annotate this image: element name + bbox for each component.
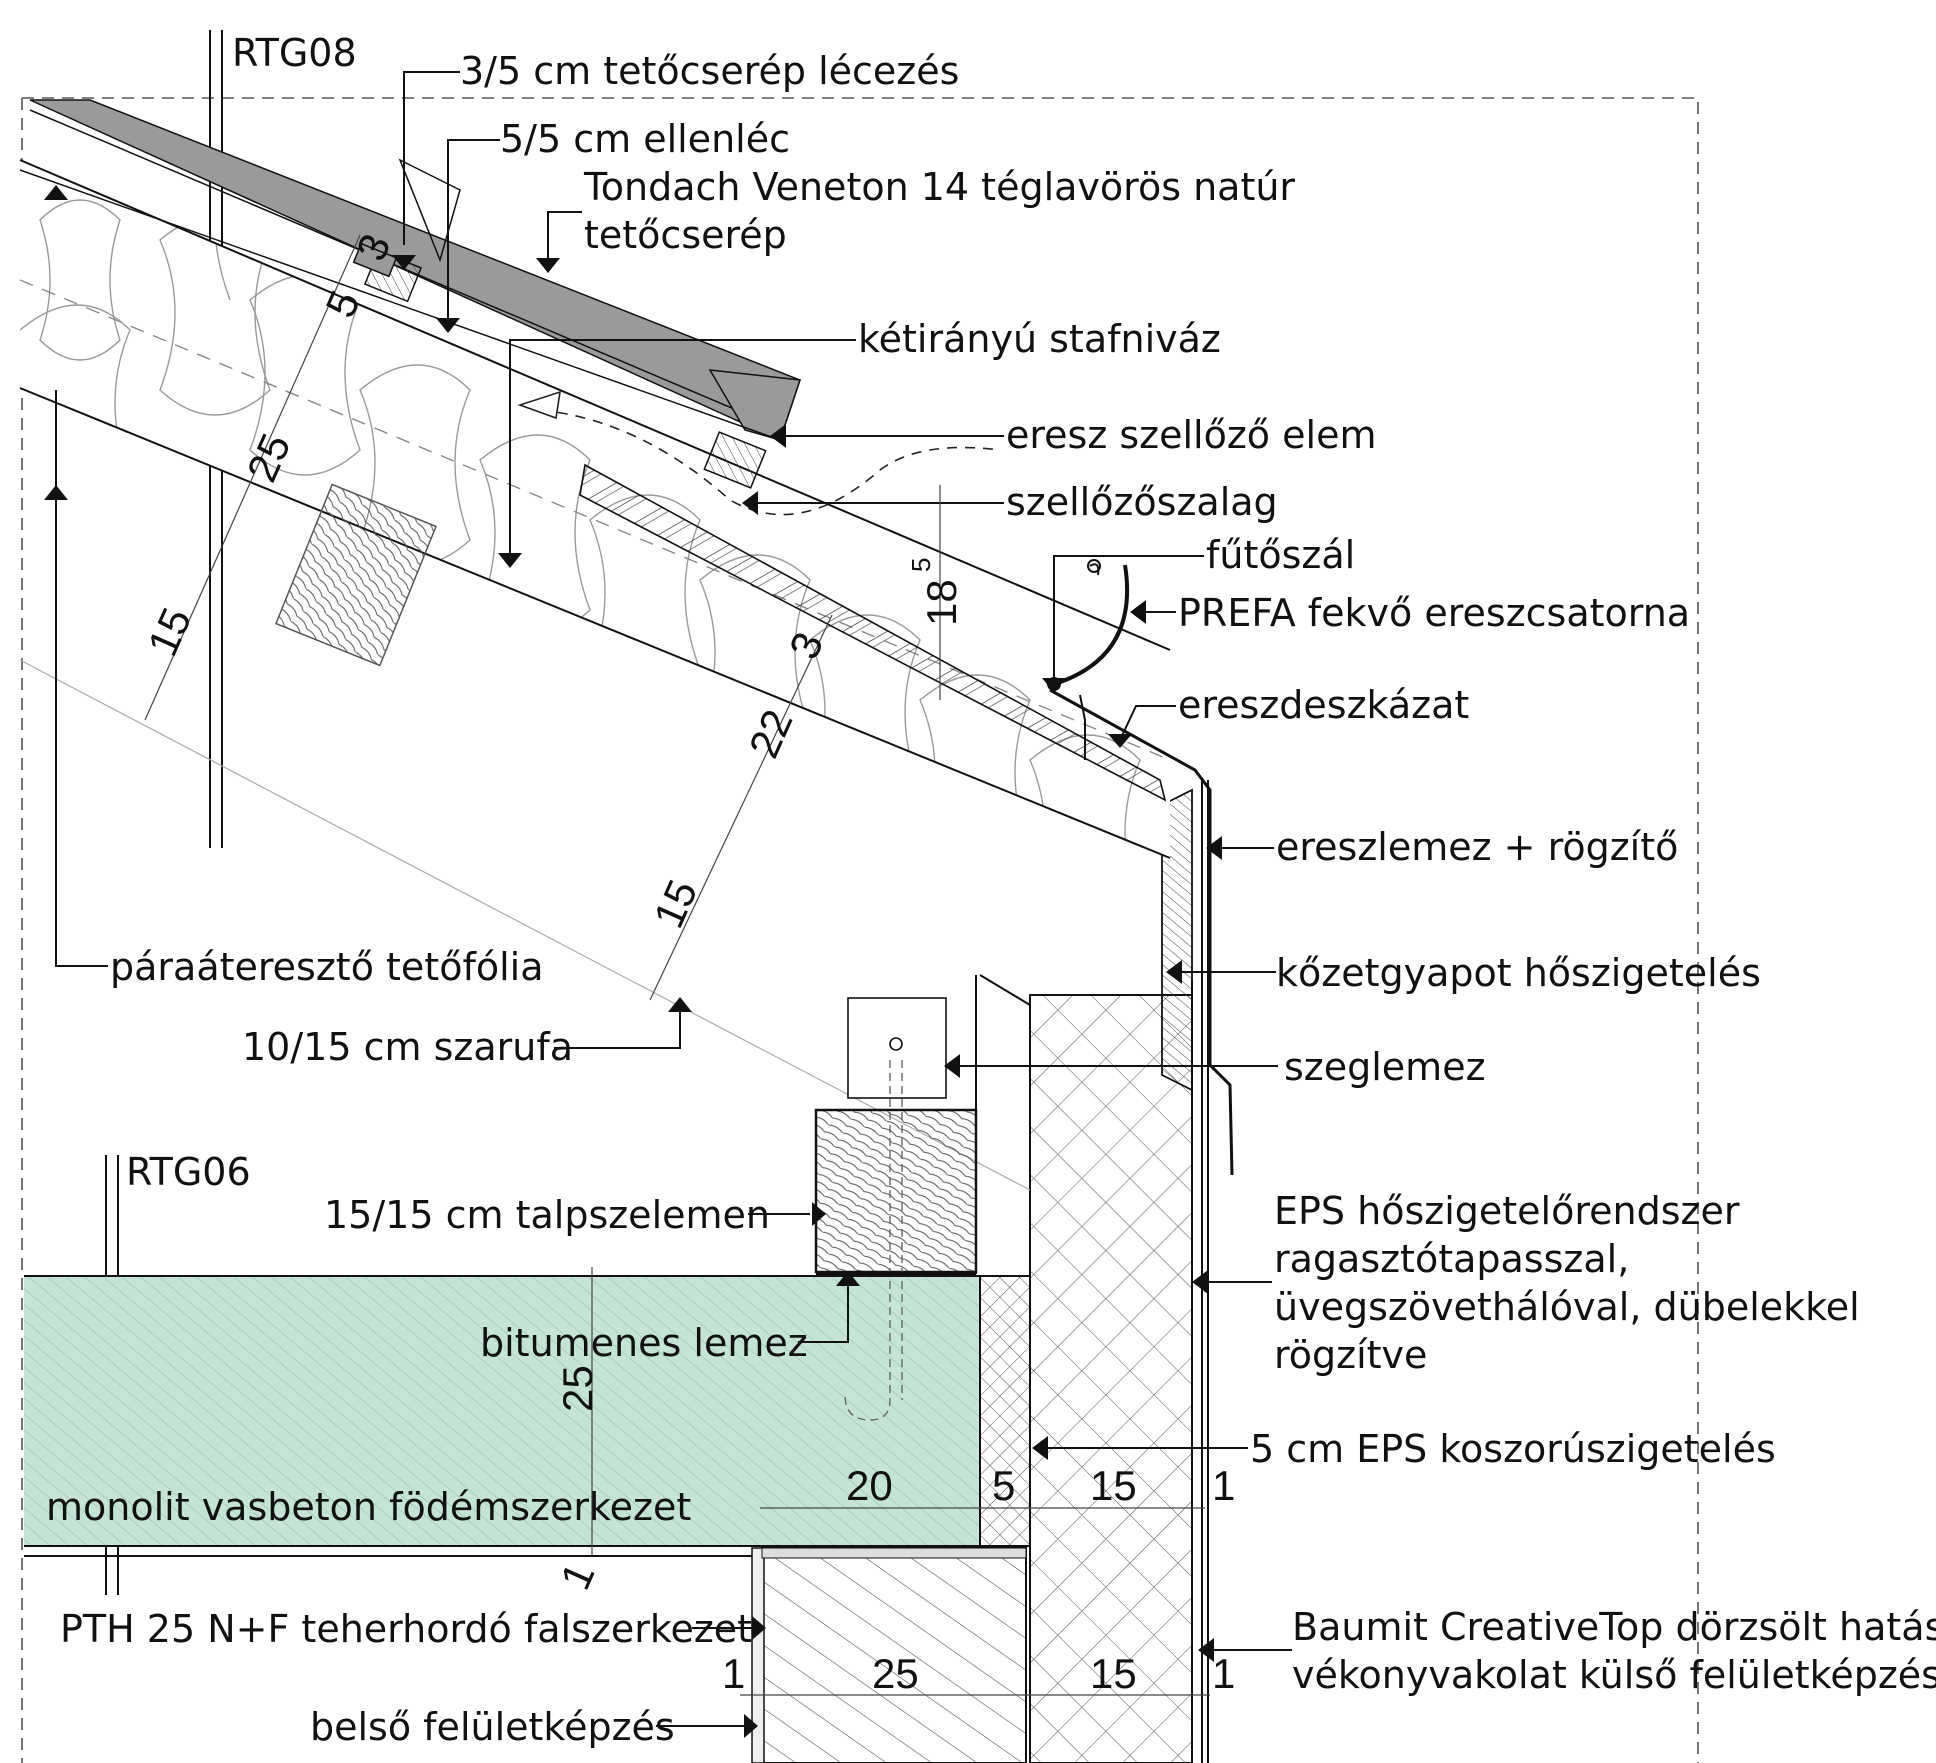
- grid-label-rtg06: RTG06: [126, 1150, 251, 1194]
- label-gutter: PREFA fekvő ereszcsatorna: [1178, 591, 1690, 635]
- dim-20: 20: [846, 1462, 893, 1509]
- label-rafter: 10/15 cm szarufa: [242, 1025, 573, 1069]
- label-tile-line2: tetőcserép: [584, 213, 787, 257]
- brick-wall: [751, 1547, 1027, 1763]
- battens: [352, 242, 767, 489]
- grid-label-rtg08: RTG08: [232, 31, 357, 75]
- label-tile-line1: Tondach Veneton 14 téglavörös natúr: [583, 165, 1295, 209]
- label-eps-line3: üvegszövethálóval, dübelekkel: [1274, 1285, 1860, 1329]
- label-eps-line1: EPS hőszigetelőrendszer: [1274, 1189, 1740, 1233]
- vent-arrow-icon: [517, 390, 561, 420]
- eave-sheet: [1049, 688, 1234, 1176]
- eps-facade-insulation: [1029, 780, 1209, 1763]
- dim-wall-1: 1: [722, 1650, 745, 1697]
- dim-slab-1: 1: [551, 1556, 603, 1596]
- label-ring-beam-insulation: 5 cm EPS koszorúszigetelés: [1250, 1427, 1776, 1471]
- label-wall-plate: 15/15 cm talpszelemen: [324, 1193, 770, 1237]
- label-inner-finish: belső felületképzés: [310, 1705, 675, 1749]
- dimension-lines: [144, 234, 1210, 1696]
- dim-slab-25: 25: [554, 1365, 601, 1412]
- dim-eave-15: 15: [644, 873, 706, 935]
- dim-1a: 1: [1212, 1462, 1235, 1509]
- label-vent-tape: szellőzőszalag: [1006, 480, 1278, 524]
- rafter-section: [275, 483, 437, 667]
- dim-wall-15: 15: [1090, 1650, 1137, 1697]
- label-plaster-line2: vékonyvakolat külső felületképzés: [1292, 1653, 1936, 1697]
- label-angle-plate: szeglemez: [1284, 1045, 1486, 1089]
- angle-plate: [975, 974, 1031, 1274]
- label-slab: monolit vasbeton födémszerkezet: [46, 1485, 691, 1529]
- rock-wool-vertical: [1161, 788, 1193, 1092]
- label-lathing: 3/5 cm tetőcserép lécezés: [460, 49, 959, 93]
- label-eave-boarding: ereszdeszkázat: [1178, 683, 1469, 727]
- label-rock-wool: kőzetgyapot hőszigetelés: [1276, 951, 1761, 995]
- label-plaster-line1: Baumit CreativeTop dörzsölt hatású: [1292, 1605, 1936, 1649]
- dim-5: 5: [992, 1462, 1015, 1509]
- wall-plate: [814, 997, 978, 1421]
- label-bitumen: bitumenes lemez: [480, 1321, 808, 1365]
- eave-boarding: [579, 463, 1167, 802]
- dim-wall-25: 25: [872, 1650, 919, 1697]
- label-eps-line4: rögzítve: [1274, 1333, 1427, 1377]
- vent-airflow: [539, 409, 1001, 516]
- label-counter-batten: 5/5 cm ellenléc: [500, 117, 790, 161]
- concrete-slab: [24, 1275, 1030, 1557]
- label-foil: páraáteresztő tetőfólia: [110, 945, 543, 989]
- label-eps-line2: ragasztótapasszal,: [1274, 1237, 1629, 1281]
- ring-beam-insulation: [979, 1275, 1031, 1547]
- detail-boundary: [21, 97, 1699, 1763]
- leader-lines: [55, 71, 1292, 1727]
- label-wall: PTH 25 N+F teherhordó falszerkezet: [60, 1607, 752, 1651]
- dim-wall-1b: 1: [1212, 1650, 1235, 1697]
- label-eave-vent: eresz szellőző elem: [1006, 413, 1376, 457]
- dim-roof-15: 15: [138, 601, 200, 663]
- dim-height-18-sup: 5: [906, 558, 936, 572]
- dim-eave-22: 22: [740, 703, 802, 765]
- leader-arrows: [44, 185, 1222, 1738]
- label-mesh: kétirányú stafniváz: [858, 317, 1221, 361]
- roof-insulation: [19, 159, 1171, 1191]
- label-heating-wire: fűtőszál: [1206, 533, 1355, 577]
- dim-15a: 15: [1090, 1462, 1137, 1509]
- label-eave-sheet: ereszlemez + rögzítő: [1276, 825, 1678, 869]
- dim-height-18: 18: [918, 579, 965, 626]
